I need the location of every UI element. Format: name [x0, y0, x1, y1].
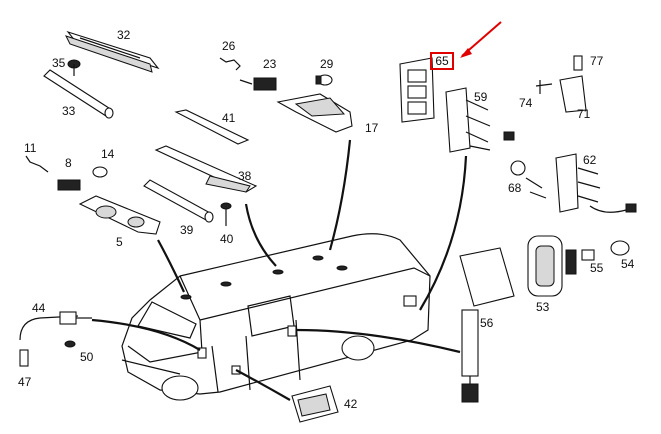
label-56: 56	[480, 316, 494, 330]
label-74: 74	[519, 96, 533, 110]
label-35: 35	[52, 56, 66, 70]
part-33-tube	[43, 69, 114, 119]
label-38: 38	[238, 169, 252, 183]
part-35-screw	[67, 59, 81, 76]
label-77: 77	[590, 54, 604, 68]
highlight-arrow	[460, 21, 502, 58]
leader-lines	[91, 139, 468, 401]
label-62: 62	[583, 153, 597, 167]
label-32: 32	[117, 28, 131, 42]
label-23: 23	[263, 57, 277, 71]
label-68: 68	[508, 181, 522, 195]
label-41: 41	[222, 111, 236, 125]
part-59-switch-block	[445, 87, 515, 153]
part-39-tube	[143, 179, 214, 223]
parts-55-54	[581, 240, 630, 261]
parts-11-8-14	[25, 155, 108, 191]
label-26: 26	[222, 39, 236, 53]
label-40: 40	[220, 232, 234, 246]
label-8: 8	[65, 156, 72, 170]
part-42-lamp	[291, 385, 339, 423]
label-47: 47	[18, 375, 32, 389]
label-17: 17	[365, 121, 379, 135]
label-44: 44	[32, 301, 46, 315]
part-17-lamp-housing	[276, 93, 353, 133]
label-33: 33	[62, 104, 76, 118]
part-53-switch	[527, 235, 577, 297]
label-59: 59	[474, 90, 488, 104]
label-65: 65	[435, 54, 449, 68]
label-14: 14	[101, 147, 115, 161]
parts-77-74-71	[535, 55, 587, 113]
label-11: 11	[24, 141, 37, 155]
part-23-switch	[239, 77, 277, 91]
part-29-bulb	[315, 74, 333, 86]
part-32-lamp-strip	[65, 30, 160, 73]
label-39: 39	[180, 223, 194, 237]
part-56-lamp-assembly	[459, 247, 515, 403]
part-41-cover	[174, 109, 250, 145]
part-5-lamp	[78, 195, 161, 235]
label-5: 5	[116, 235, 123, 249]
label-50: 50	[80, 350, 94, 364]
part-65-switch-panel	[399, 57, 435, 123]
parts-62-68	[510, 153, 637, 213]
part-38-light-bar	[154, 145, 258, 193]
label-71: 71	[577, 107, 591, 121]
label-55: 55	[590, 261, 604, 275]
label-42: 42	[344, 397, 358, 411]
parts-44-50-47	[19, 311, 92, 367]
part-40-screw	[220, 202, 232, 226]
label-54: 54	[621, 257, 635, 271]
label-53: 53	[536, 300, 550, 314]
part-26-connector	[219, 57, 241, 71]
label-29: 29	[320, 57, 334, 71]
highlight-box-65: 65	[430, 52, 454, 70]
